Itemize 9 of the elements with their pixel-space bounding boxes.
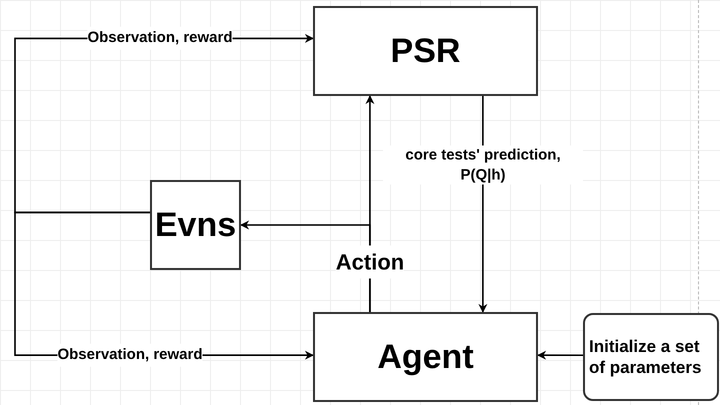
rounded-box: Initialize a set of parameters — [583, 313, 719, 401]
edge-label: Action — [336, 246, 404, 278]
edge-label: core tests' prediction, P(Q|h) — [383, 146, 583, 184]
edge-label: Observation, reward — [57, 344, 203, 366]
edge-label: Observation, reward — [87, 26, 233, 50]
process-box: Agent — [313, 312, 538, 402]
process-box: PSR — [313, 6, 538, 96]
arrow — [537, 350, 583, 360]
process-box: Evns — [150, 180, 241, 270]
